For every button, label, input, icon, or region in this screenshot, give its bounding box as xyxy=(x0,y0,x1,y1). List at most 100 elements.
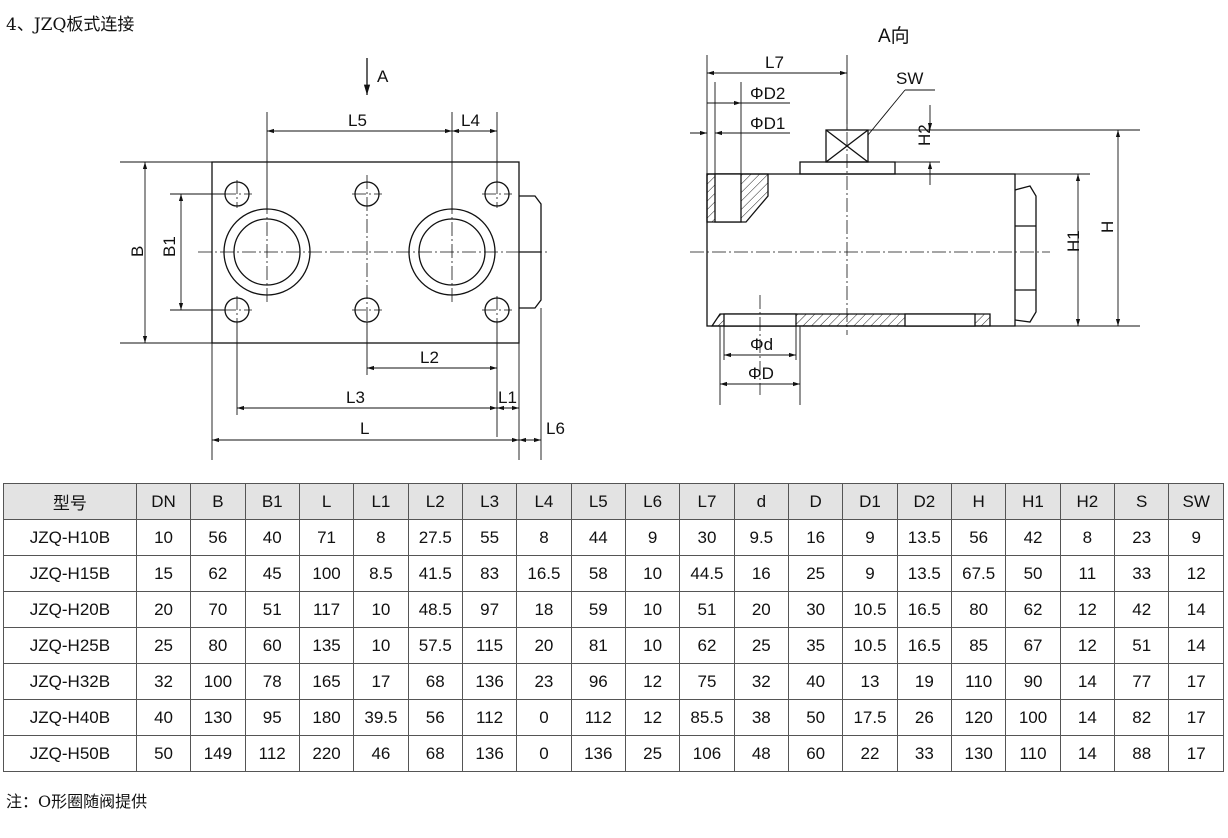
label-B1: B1 xyxy=(160,236,179,257)
value-cell: 71 xyxy=(298,519,355,556)
value-cell: 110 xyxy=(1005,735,1061,772)
value-cell: 25 xyxy=(624,735,681,772)
column-header: L7 xyxy=(679,483,735,520)
column-header: L5 xyxy=(570,483,626,520)
label-B: B xyxy=(128,246,147,257)
value-cell: 50 xyxy=(1005,555,1061,592)
label-L1: L1 xyxy=(498,388,517,407)
value-cell: 20 xyxy=(733,591,789,628)
value-cell: 48.5 xyxy=(407,591,463,628)
value-cell: 180 xyxy=(298,699,355,736)
column-header: H2 xyxy=(1059,483,1116,520)
value-cell: 16.5 xyxy=(516,555,572,592)
value-cell: 165 xyxy=(298,663,355,700)
value-cell: 9 xyxy=(1168,519,1224,556)
value-cell: 106 xyxy=(679,735,735,772)
column-header: D xyxy=(787,483,844,520)
value-cell: 81 xyxy=(570,627,626,664)
value-cell: 77 xyxy=(1114,663,1170,700)
front-labels: A L5 L4 B B1 L2 L3 L1 L L6 xyxy=(128,67,565,438)
value-cell: 58 xyxy=(570,555,626,592)
value-cell: 10 xyxy=(353,591,409,628)
front-view xyxy=(211,58,542,344)
value-cell: 85.5 xyxy=(679,699,735,736)
value-cell: 67.5 xyxy=(951,555,1007,592)
column-header: d xyxy=(733,483,789,520)
value-cell: 8.5 xyxy=(353,555,409,592)
side-labels: L7 ΦD2 ΦD1 SW H2 H1 H Φd ΦD xyxy=(748,53,1117,383)
arrow-label: A xyxy=(377,67,389,86)
model-cell: JZQ-H10B xyxy=(3,519,137,556)
value-cell: 40 xyxy=(244,519,300,556)
value-cell: 12 xyxy=(1168,555,1224,592)
value-cell: 45 xyxy=(244,555,300,592)
label-D: ΦD xyxy=(748,364,774,383)
value-cell: 0 xyxy=(516,735,572,772)
value-cell: 12 xyxy=(624,663,681,700)
value-cell: 112 xyxy=(461,699,518,736)
value-cell: 44.5 xyxy=(679,555,735,592)
value-cell: 90 xyxy=(1005,663,1061,700)
column-header: 型号 xyxy=(3,483,137,520)
column-header: D2 xyxy=(896,483,953,520)
side-hex-nut xyxy=(1014,185,1037,323)
value-cell: 48 xyxy=(733,735,789,772)
value-cell: 14 xyxy=(1059,735,1116,772)
value-cell: 44 xyxy=(570,519,626,556)
value-cell: 12 xyxy=(624,699,681,736)
value-cell: 220 xyxy=(298,735,355,772)
value-cell: 82 xyxy=(1114,699,1170,736)
value-cell: 59 xyxy=(570,591,626,628)
value-cell: 33 xyxy=(896,735,953,772)
value-cell: 50 xyxy=(787,699,844,736)
model-cell: JZQ-H32B xyxy=(3,663,137,700)
value-cell: 15 xyxy=(135,555,192,592)
value-cell: 30 xyxy=(787,591,844,628)
model-cell: JZQ-H15B xyxy=(3,555,137,592)
value-cell: 50 xyxy=(135,735,192,772)
column-header: L3 xyxy=(461,483,518,520)
value-cell: 8 xyxy=(353,519,409,556)
value-cell: 35 xyxy=(787,627,844,664)
value-cell: 25 xyxy=(135,627,192,664)
value-cell: 100 xyxy=(190,663,246,700)
value-cell: 9 xyxy=(842,519,898,556)
value-cell: 13 xyxy=(842,663,898,700)
value-cell: 30 xyxy=(679,519,735,556)
value-cell: 14 xyxy=(1168,591,1224,628)
value-cell: 75 xyxy=(679,663,735,700)
value-cell: 51 xyxy=(1114,627,1170,664)
value-cell: 67 xyxy=(1005,627,1061,664)
value-cell: 16.5 xyxy=(896,627,953,664)
label-H2: H2 xyxy=(915,124,934,146)
value-cell: 68 xyxy=(407,735,463,772)
value-cell: 25 xyxy=(787,555,844,592)
value-cell: 130 xyxy=(190,699,246,736)
value-cell: 10 xyxy=(624,591,681,628)
value-cell: 136 xyxy=(461,663,518,700)
column-header: H1 xyxy=(1005,483,1061,520)
value-cell: 16.5 xyxy=(896,591,953,628)
value-cell: 56 xyxy=(951,519,1007,556)
valve-body xyxy=(211,161,520,344)
value-cell: 33 xyxy=(1114,555,1170,592)
value-cell: 95 xyxy=(244,699,300,736)
value-cell: 8 xyxy=(1059,519,1116,556)
value-cell: 100 xyxy=(298,555,355,592)
value-cell: 10.5 xyxy=(842,627,898,664)
value-cell: 32 xyxy=(135,663,192,700)
value-cell: 40 xyxy=(787,663,844,700)
value-cell: 10 xyxy=(135,519,192,556)
value-cell: 56 xyxy=(407,699,463,736)
value-cell: 68 xyxy=(407,663,463,700)
column-header: D1 xyxy=(842,483,898,520)
value-cell: 9 xyxy=(842,555,898,592)
label-L6: L6 xyxy=(546,419,565,438)
value-cell: 130 xyxy=(951,735,1007,772)
value-cell: 18 xyxy=(516,591,572,628)
